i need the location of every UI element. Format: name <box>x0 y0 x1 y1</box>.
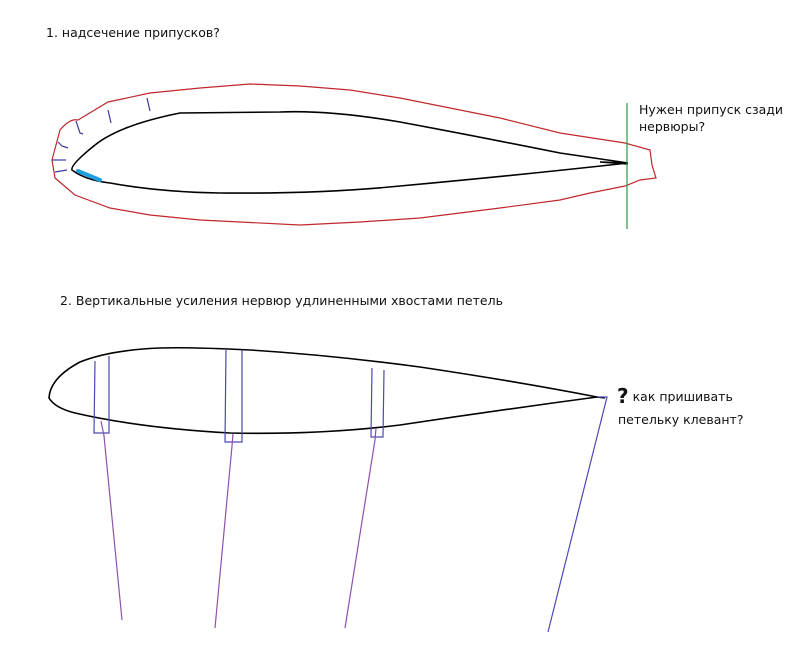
section2-title: 2. Вертикальные усиления нервюр удлиненн… <box>60 293 503 308</box>
highlighted-seam <box>76 169 102 182</box>
note-text: как пришивать <box>632 389 733 404</box>
clevant-loop-note-line1: ?как пришивать <box>617 384 733 408</box>
section1-title: 1. надсечение припусков? <box>46 25 220 40</box>
airfoil-2 <box>48 346 606 435</box>
trailing-allowance-note-line1: Нужен припуск сзади <box>639 102 784 117</box>
trailing-allowance-note-line2: нервюры? <box>639 119 706 134</box>
question-mark: ? <box>617 384 629 408</box>
rib-reinforcements <box>93 348 385 443</box>
loop-tails <box>100 420 377 629</box>
airfoil-1 <box>71 110 629 194</box>
allowance-outline <box>51 83 657 226</box>
notch-marks <box>52 97 151 173</box>
trailing-edge-tail <box>547 396 608 633</box>
clevant-loop-note-line2: петельку клевант? <box>618 412 744 427</box>
